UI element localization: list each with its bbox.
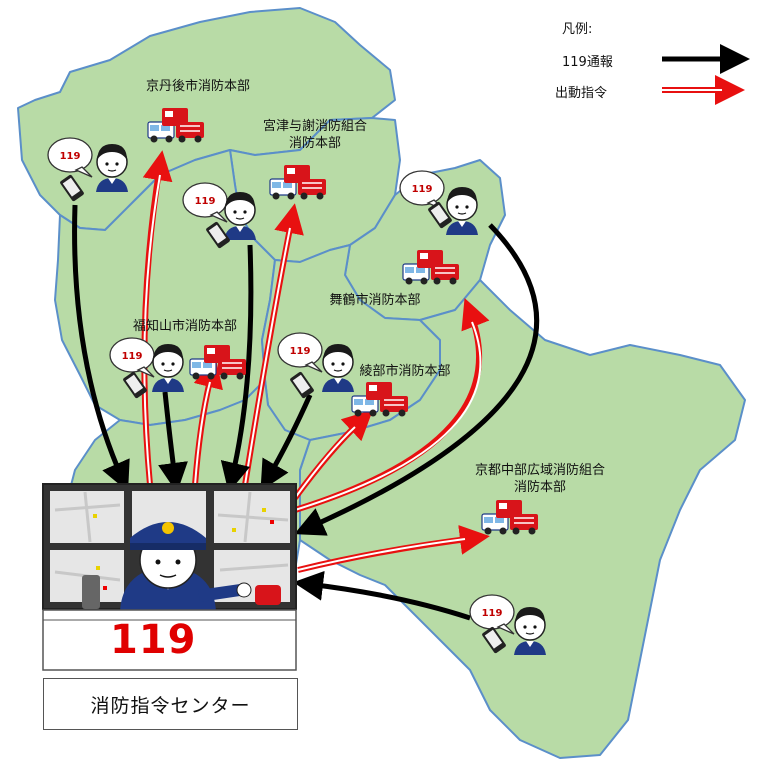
legend-dispatch-label: 出動指令 [555, 86, 608, 101]
dispatch-arrow-fukuchiyama [192, 357, 223, 486]
bubble-number: 119 [412, 184, 433, 195]
report-arrows [72, 204, 540, 621]
station-label-maizuru: 舞鶴市消防本部 [329, 293, 421, 308]
caller-chubu: 119 [469, 594, 547, 656]
station-label-chubu: 京都中部広域消防組合 消防本部 [474, 463, 605, 495]
caller-fukuchiyama: 119 [109, 337, 185, 399]
report-arrow-fukuchiyama [158, 391, 188, 493]
bubble-number: 119 [122, 351, 143, 362]
report-arrow-maizuru [294, 223, 540, 536]
caller-kyotango: 119 [47, 137, 129, 202]
dispatch-arrow-kyotango [141, 150, 173, 486]
station-label-fukuchiyama: 福知山市消防本部 [132, 319, 237, 334]
report-arrow-miyazu [220, 244, 254, 493]
dispatch-arrow-ayabe [292, 409, 373, 500]
dispatch-center [42, 483, 297, 671]
station-label-ayabe: 綾部市消防本部 [359, 364, 451, 379]
bubble-number: 119 [482, 608, 503, 619]
center-name: 消防指令センター [90, 694, 251, 717]
center-name-box: 消防指令センター [43, 678, 298, 730]
bubble-number: 119 [290, 346, 311, 357]
report-arrow-chubu [293, 570, 471, 621]
report-arrow-kyotango [72, 204, 130, 492]
bubble-number: 119 [60, 151, 81, 162]
dispatch-arrow-miyazu [242, 203, 304, 486]
dispatch-arrows [141, 150, 490, 573]
dispatch-arrow-maizuru [294, 298, 490, 513]
caller-miyazu: 119 [182, 182, 257, 249]
caller-ayabe: 119 [277, 332, 355, 399]
radio-icon [82, 575, 100, 609]
legend-report-label: 119通報 [562, 55, 613, 70]
station-label-miyazu: 宮津与謝消防組合 消防本部 [262, 119, 367, 151]
dispatch-arrow-chubu [297, 524, 490, 573]
center-number-sign: 119 [110, 617, 197, 663]
station-label-kyotango: 京丹後市消防本部 [145, 79, 250, 94]
legend-title: 凡例: [562, 22, 593, 37]
officer-icon [120, 522, 252, 612]
report-arrow-ayabe [260, 393, 313, 491]
bubble-number: 119 [195, 196, 216, 207]
caller-maizuru: 119 [399, 170, 479, 236]
